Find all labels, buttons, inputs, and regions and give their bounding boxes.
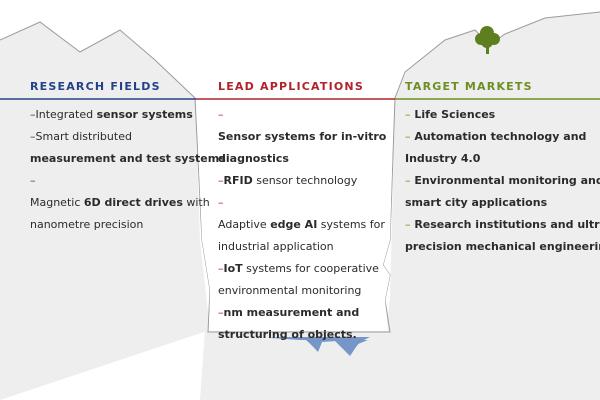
item-text: diagnostics <box>218 152 289 165</box>
research-fields-list: –Integrated sensor systems–Smart distrib… <box>30 104 226 236</box>
lead-applications-column: LEAD APPLICATIONS – Sensor systems for in… <box>218 80 387 346</box>
target-markets-column: TARGET MARKETS – Life Sciences– Automati… <box>405 80 600 258</box>
item-text: IoT <box>223 262 243 275</box>
lead-applications-title: LEAD APPLICATIONS <box>218 80 364 93</box>
list-item: –nm measurement and structuring of object… <box>218 302 383 346</box>
research-fields-column: RESEARCH FIELDS –Integrated sensor syste… <box>30 80 226 236</box>
list-item: – Environmental monitoring and smart city… <box>405 170 600 214</box>
item-text: Magnetic <box>30 196 84 209</box>
list-item: –RFID sensor technology <box>218 170 383 192</box>
bullet-dash: – <box>405 174 411 187</box>
item-text: sensor technology <box>252 174 358 187</box>
item-text: structuring of objects. <box>218 328 357 341</box>
item-text: precision mechanical engineering <box>405 240 600 253</box>
target-markets-list: – Life Sciences– Automation technology a… <box>405 104 600 258</box>
list-item: – Sensor systems for in-vitro diagnostics <box>218 104 387 170</box>
bullet-dash: – <box>218 196 224 209</box>
item-text: Sensor systems for in-vitro <box>218 130 387 143</box>
bullet-dash: – <box>405 130 411 143</box>
item-text: systems for <box>317 218 385 231</box>
list-item: –Integrated sensor systems <box>30 104 205 126</box>
list-item: – Magnetic 6D direct drives with nanometre… <box>30 170 210 236</box>
item-text: industrial application <box>218 240 334 253</box>
left-cliff <box>0 22 210 400</box>
item-text: measurement and test systems <box>30 152 226 165</box>
bullet-dash: – <box>218 174 224 187</box>
item-text: nm measurement and <box>223 306 360 319</box>
bullet-dash: – <box>405 108 411 121</box>
item-text: nanometre precision <box>30 218 144 231</box>
water-surface <box>268 337 370 354</box>
item-text: 6D direct drives <box>83 196 183 209</box>
bullet-dash: – <box>218 262 224 275</box>
item-text: edge AI <box>270 218 318 231</box>
bullet-dash: – <box>30 130 36 143</box>
item-text: smart city applications <box>405 196 548 209</box>
list-item: – Adaptive edge AI systems for industrial … <box>218 192 385 258</box>
bullet-dash: – <box>218 108 224 121</box>
gorge-interior <box>196 99 394 331</box>
item-text: Automation technology and <box>410 130 587 143</box>
list-item: – Research institutions and ultra-precis… <box>405 214 600 258</box>
item-text: Research institutions and ultra- <box>410 218 600 231</box>
bullet-dash: – <box>405 218 411 231</box>
item-text: RFID <box>223 174 253 187</box>
item-text: systems for cooperative <box>242 262 379 275</box>
item-text: Environmental monitoring and <box>410 174 600 187</box>
list-item: –Smart distributed measurement and test s… <box>30 126 226 170</box>
target-markets-title: TARGET MARKETS <box>405 80 533 93</box>
list-item: – Life Sciences <box>405 104 595 126</box>
bullet-dash: – <box>30 108 36 121</box>
item-text: sensor systems <box>96 108 193 121</box>
bullet-dash: – <box>30 174 36 187</box>
item-text: Industry 4.0 <box>405 152 481 165</box>
right-cliff <box>385 12 600 400</box>
item-text: Smart distributed <box>35 130 132 143</box>
list-item: –IoT systems for cooperative environmenta… <box>218 258 383 302</box>
item-text: Adaptive <box>218 218 271 231</box>
tree-icon <box>475 26 500 54</box>
item-text: with <box>182 196 210 209</box>
bullet-dash: – <box>218 306 224 319</box>
item-text: Integrated <box>35 108 97 121</box>
item-text: Life Sciences <box>410 108 496 121</box>
research-fields-title: RESEARCH FIELDS <box>30 80 161 93</box>
item-text: environmental monitoring <box>218 284 362 297</box>
